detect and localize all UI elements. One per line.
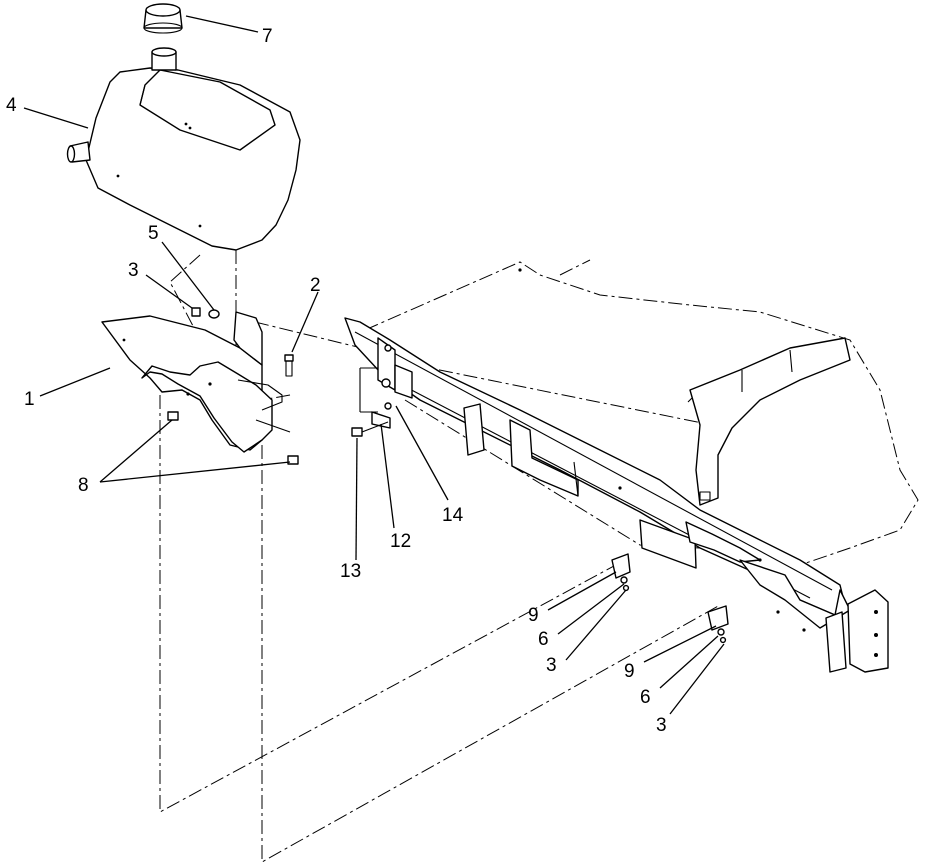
callout-9-left: 9 — [528, 605, 539, 626]
hardware — [167, 307, 729, 644]
callout-13: 13 — [340, 561, 362, 582]
u-bracket — [351, 337, 413, 437]
tank-cap — [143, 3, 183, 34]
callout-8: 8 — [78, 475, 89, 496]
callout-3-left: 3 — [546, 655, 557, 676]
frame-rail — [344, 268, 889, 673]
callout-2: 2 — [310, 275, 321, 296]
callout-5: 5 — [148, 223, 159, 244]
callout-3-upper: 3 — [128, 260, 139, 281]
callout-6-left: 6 — [538, 629, 549, 650]
callout-4: 4 — [6, 95, 17, 116]
callout-1: 1 — [24, 389, 35, 410]
callout-12: 12 — [390, 531, 412, 552]
callout-6-right: 6 — [640, 687, 651, 708]
callout-3-right: 3 — [656, 715, 667, 736]
callout-14: 14 — [442, 505, 464, 526]
callout-9-right: 9 — [624, 661, 635, 682]
fuel-tank — [66, 47, 301, 251]
tank-bracket — [101, 311, 291, 453]
leader-lines — [23, 15, 725, 715]
frame-hood — [364, 261, 919, 573]
callout-7: 7 — [262, 26, 273, 47]
